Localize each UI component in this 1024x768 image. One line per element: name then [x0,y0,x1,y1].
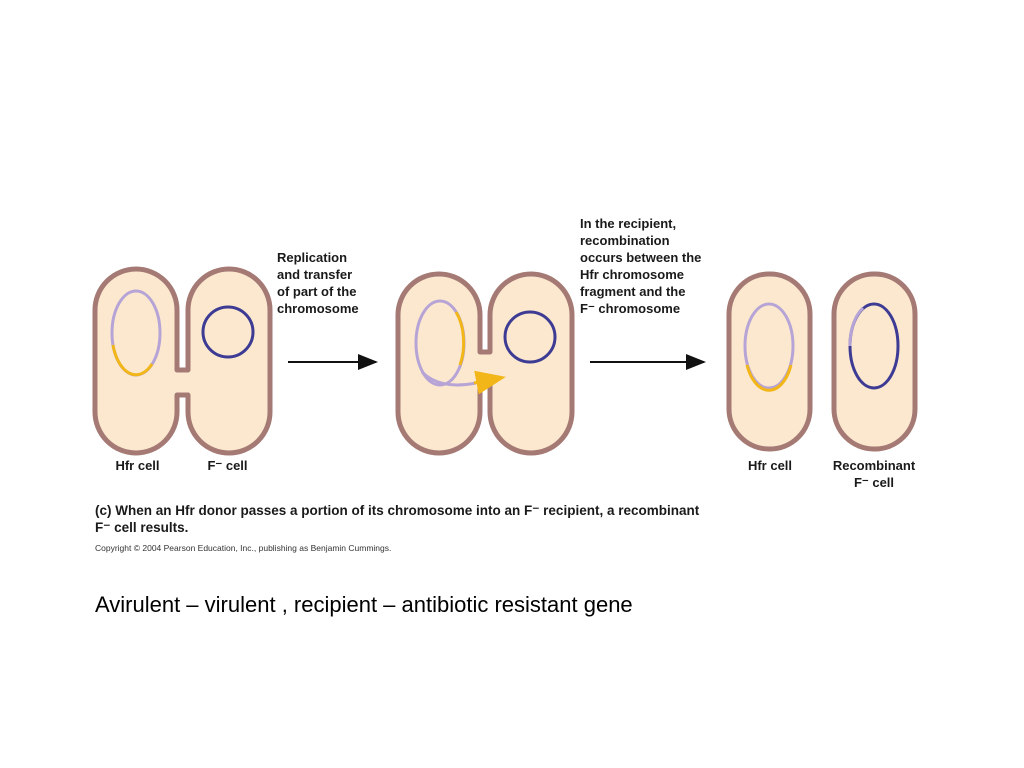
conjugating-cells-body [395,271,575,456]
caption-prefix: (c) [95,503,112,518]
stage-3-result [726,271,918,452]
recombined-segment [848,306,865,347]
caption-text: When an Hfr donor passes a portion of it… [95,503,700,535]
recombinant-cell-body [831,271,918,452]
hfr-fertility-segment-result [745,364,793,392]
step-1-label: Replication and transfer of part of the … [277,250,359,316]
figure-caption: (c) When an Hfr donor passes a portion o… [95,502,699,536]
step-2-label: In the recipient, recombination occurs b… [580,216,702,316]
transferring-strand [420,370,477,387]
slide-note: Avirulent – virulent , recipient – antib… [95,592,633,617]
f-minus-chromosome [201,305,255,359]
transferring-strand-tip [473,370,506,395]
fertility-segment [111,344,154,377]
hfr-cell-label: Hfr cell [115,458,160,473]
hfr-chromosome-result [743,302,795,390]
f-minus-chromosome-recipient [503,310,557,364]
recombinant-cell-label: Recombinant F⁻ cell [832,458,916,490]
hfr-cell-result-body [726,271,813,452]
f-minus-cell-label: F⁻ cell [207,458,248,473]
stage-1-mating-pair [92,266,273,456]
transferred-segment-in-donor [454,311,466,366]
hfr-cell-body [92,266,273,456]
hfr-cell-result-label: Hfr cell [747,458,793,473]
copyright-line: Copyright © 2004 Pearson Education, Inc.… [95,543,392,553]
stage-2-transfer [395,271,575,456]
